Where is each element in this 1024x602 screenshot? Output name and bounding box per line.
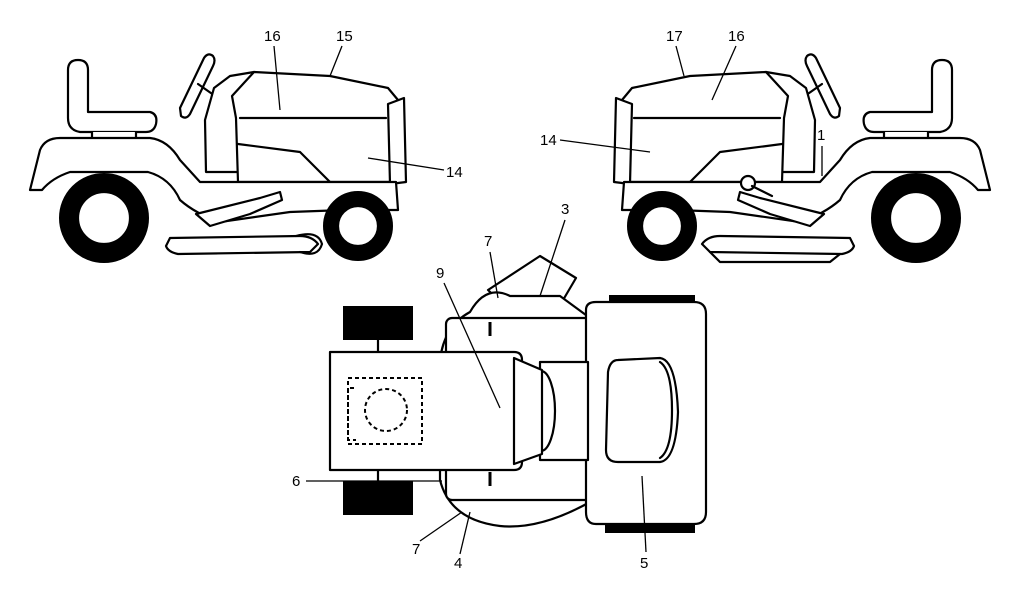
callout-7-top-upper: 7 [484, 233, 492, 250]
front-wheel-hub-left [336, 204, 380, 248]
grille-right [612, 96, 634, 186]
callout-6-top: 6 [292, 473, 300, 490]
front-wheel-top-lower [343, 481, 413, 515]
leader-7-top-upper [489, 251, 499, 299]
callout-9-top: 9 [436, 265, 444, 282]
leader-15-left [329, 45, 343, 77]
leader-3-top [539, 219, 566, 297]
callout-4-top: 4 [454, 555, 462, 572]
deck-chute-left [294, 233, 324, 255]
front-wheel-top-upper [343, 306, 413, 340]
leader-16-left [273, 45, 281, 111]
front-wheel-hub-right [640, 204, 684, 248]
hood-top [328, 350, 524, 472]
callout-7-top-lower: 7 [412, 541, 420, 558]
rear-wheel-hub-right [888, 190, 944, 246]
mower-deck-right [700, 234, 856, 256]
tractor-right-side-view [612, 53, 992, 264]
rear-wheel-hub-left [76, 190, 132, 246]
hood-side-line-left [236, 142, 332, 184]
leader-17-right [675, 45, 685, 77]
callout-16-right: 16 [728, 28, 745, 45]
grille-left [386, 96, 408, 186]
callout-5-top: 5 [640, 555, 648, 572]
leader-14-right [559, 139, 651, 153]
leader-9-top [443, 282, 501, 409]
lift-lever-right [739, 174, 774, 198]
seat-top [604, 356, 680, 464]
callouts-top-view: 7 3 9 6 7 4 5 [292, 201, 648, 572]
leader-5-top [641, 475, 647, 553]
leader-7-top-lower [419, 511, 463, 542]
callout-1-right: 1 [817, 127, 825, 144]
callouts-right-view: 17 16 14 1 [540, 28, 825, 176]
leader-16-right [711, 45, 737, 101]
callout-14-right: 14 [540, 132, 557, 149]
callout-15-left: 15 [336, 28, 353, 45]
leader-14-left [367, 157, 445, 171]
hood-nose-top [512, 356, 544, 466]
callouts-left-view: 16 15 14 [264, 28, 463, 181]
deck-skirt-right [708, 250, 842, 264]
callout-3-top: 3 [561, 201, 569, 218]
callout-16-left: 16 [264, 28, 281, 45]
pedal-right [736, 190, 826, 228]
callout-17-right: 17 [666, 28, 683, 45]
seat-right [862, 58, 954, 134]
seat-left [66, 58, 158, 134]
leader-4-top [459, 511, 471, 555]
tractor-top-view [328, 254, 708, 533]
hood-side-line-right [688, 142, 784, 184]
steering-wheel-right [804, 53, 842, 119]
pedal-left [194, 190, 284, 228]
mower-deck-left [164, 234, 320, 256]
engine-flywheel [364, 388, 408, 432]
tractor-left-side-view [28, 53, 408, 263]
callout-14-left: 14 [446, 164, 463, 181]
steering-wheel-left [178, 53, 216, 119]
